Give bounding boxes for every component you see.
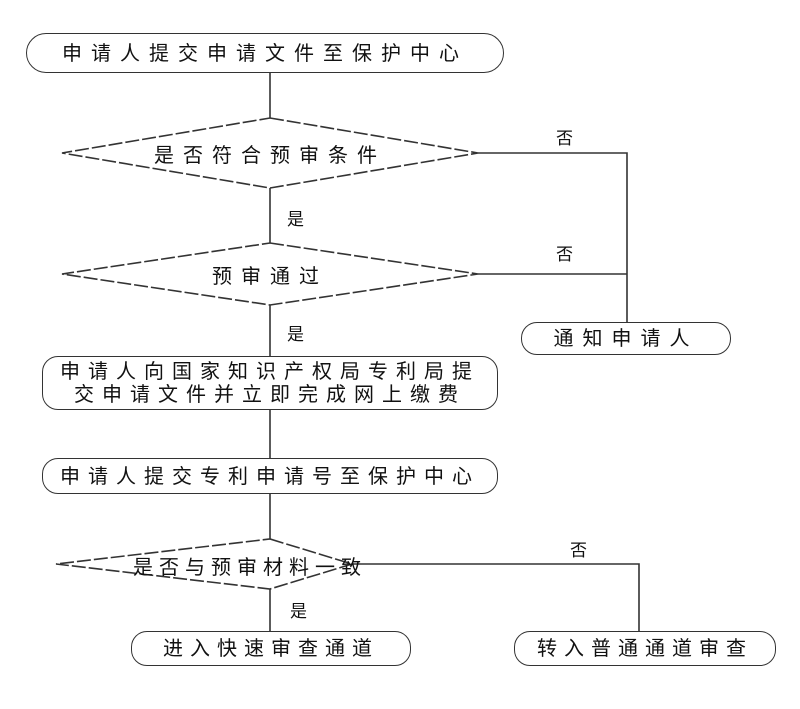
decision-1-text: 是否符合预审条件 (120, 138, 420, 168)
submit-to-cnipa-line-1: 申请人向国家知识产权局专利局提 (60, 359, 480, 383)
submit-to-cnipa-line-2: 交申请文件并立即完成网上缴费 (74, 382, 466, 406)
no-label-3: 否 (570, 541, 587, 561)
normal-track-text: 转入普通通道审查 (537, 636, 753, 660)
yes-label-1: 是 (287, 210, 304, 230)
normal-track-node: 转入普通通道审查 (514, 631, 776, 666)
notify-applicant-text: 通知申请人 (553, 326, 699, 350)
decision-diamond-3 (55, 538, 355, 590)
decision-3-text: 是否与预审材料一致 (100, 550, 400, 580)
submit-number-node: 申请人提交专利申请号至保护中心 (42, 458, 498, 494)
yes-label-3: 是 (290, 602, 307, 622)
no-label-1: 否 (556, 129, 573, 149)
decision-diamond-1 (61, 117, 479, 189)
notify-applicant-node: 通知申请人 (521, 322, 731, 355)
no-label-2: 否 (556, 245, 573, 265)
connector (478, 152, 628, 322)
decision-diamond-2 (61, 242, 479, 306)
decision-2-text: 预审通过 (150, 259, 390, 289)
decision-1-label: 是否符合预审条件 (154, 142, 386, 167)
yes-label-2: 是 (287, 325, 304, 345)
start-node-text: 申请人提交申请文件至保护中心 (62, 40, 468, 65)
submit-to-cnipa-node: 申请人向国家知识产权局专利局提 交申请文件并立即完成网上缴费 (42, 356, 498, 410)
start-node: 申请人提交申请文件至保护中心 (26, 33, 504, 73)
decision-3-label: 是否与预审材料一致 (133, 554, 367, 579)
fast-track-text: 进入快速审查通道 (163, 636, 379, 660)
submit-number-text: 申请人提交专利申请号至保护中心 (60, 463, 480, 488)
fast-track-node: 进入快速审查通道 (131, 631, 411, 666)
decision-2-label: 预审通过 (212, 263, 328, 288)
connector (352, 563, 640, 632)
